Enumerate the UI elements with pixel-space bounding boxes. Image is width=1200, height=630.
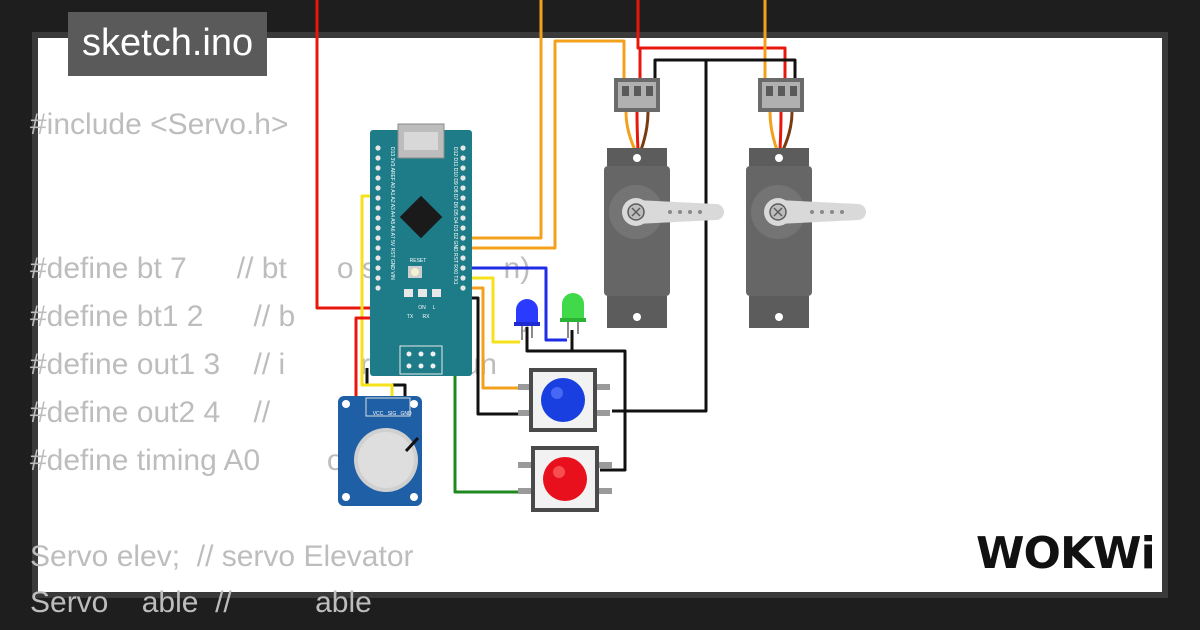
header-pin[interactable] [460,185,466,191]
code-line: Servo elev; // servo Elevator [30,540,414,573]
header-pin[interactable] [375,145,381,151]
header-pin[interactable] [460,175,466,181]
header-pin[interactable] [375,165,381,171]
reset-label: RESET [410,258,427,264]
header-pin[interactable] [460,155,466,161]
header-pin[interactable] [375,245,381,251]
wire-orange-button1 [463,286,525,390]
header-pin[interactable] [375,185,381,191]
header-pin[interactable] [460,285,466,291]
wire-black-button2 [600,411,627,472]
header-pin[interactable] [375,215,381,221]
header-pin[interactable] [375,205,381,211]
header-pin[interactable] [460,225,466,231]
file-tab[interactable]: sketch.ino [68,12,268,76]
l-label: L [433,305,436,311]
header-pin[interactable] [460,165,466,171]
arduino-nano-icon[interactable]: RESET ON L TX RX D13 3V3 AREF A0 A1 A2 A… [370,123,472,376]
wire-blue-led [463,266,567,342]
header-pin[interactable] [460,215,466,221]
header-pin[interactable] [460,195,466,201]
wokwi-logo-icon: WOKWi [976,528,1152,579]
pot-sig-label: SIG [388,411,397,417]
wire-red-servo2 [638,46,787,78]
code-line: #include <Servo.h> [30,108,289,141]
simulation-canvas[interactable] [38,38,1162,592]
header-pin[interactable] [375,285,381,291]
pushbutton-icon[interactable] [518,446,612,512]
wire-red-5v [315,0,378,310]
servo-motor-icon[interactable] [604,78,724,328]
header-pin[interactable] [460,245,466,251]
header-pin[interactable] [375,175,381,181]
header-pin[interactable] [375,235,381,241]
pot-gnd-label: GND [400,411,412,417]
tx-label: TX [407,314,414,320]
wire-yellow-led [463,276,520,344]
header-pin[interactable] [375,255,381,261]
header-pin[interactable] [375,265,381,271]
code-line: Servo able // able [30,586,372,619]
header-pin[interactable] [460,265,466,271]
led-icon[interactable] [514,299,540,340]
header-pin[interactable] [375,225,381,231]
wire-orange-d9 [463,0,543,240]
pushbutton-icon[interactable] [518,368,610,432]
header-pin[interactable] [375,155,381,161]
pot-vcc-label: VCC [373,411,384,417]
led-icon[interactable] [560,293,586,338]
potentiometer-icon[interactable]: VCC SIG GND [338,396,422,506]
header-pin[interactable] [460,145,466,151]
code-line: #define timing A0 opsi [30,444,382,477]
wire-red-servo1 [636,0,642,78]
right-pin-labels: D12 D11 D10 D9 D8 D7 D6 D5 D4 D3 D2 GND … [452,147,458,285]
header-pin[interactable] [460,205,466,211]
wire-black-led [525,327,627,411]
header-pin[interactable] [375,195,381,201]
wire-black-servo2 [655,58,797,78]
header-pin[interactable] [460,255,466,261]
on-label: ON [418,305,426,311]
header-pin[interactable] [375,275,381,281]
header-pin[interactable] [460,275,466,281]
servo-motor-icon[interactable] [746,78,866,328]
wire-yellow-a0 [360,194,394,398]
left-pin-labels: D13 3V3 AREF A0 A1 A2 A3 A4 A5 A6 A7 5V … [389,147,395,280]
wire-orange-servo1 [463,39,626,250]
header-pin[interactable] [460,235,466,241]
wokwi-wordmark: WOKWi [976,528,1152,579]
rx-label: RX [423,314,431,320]
